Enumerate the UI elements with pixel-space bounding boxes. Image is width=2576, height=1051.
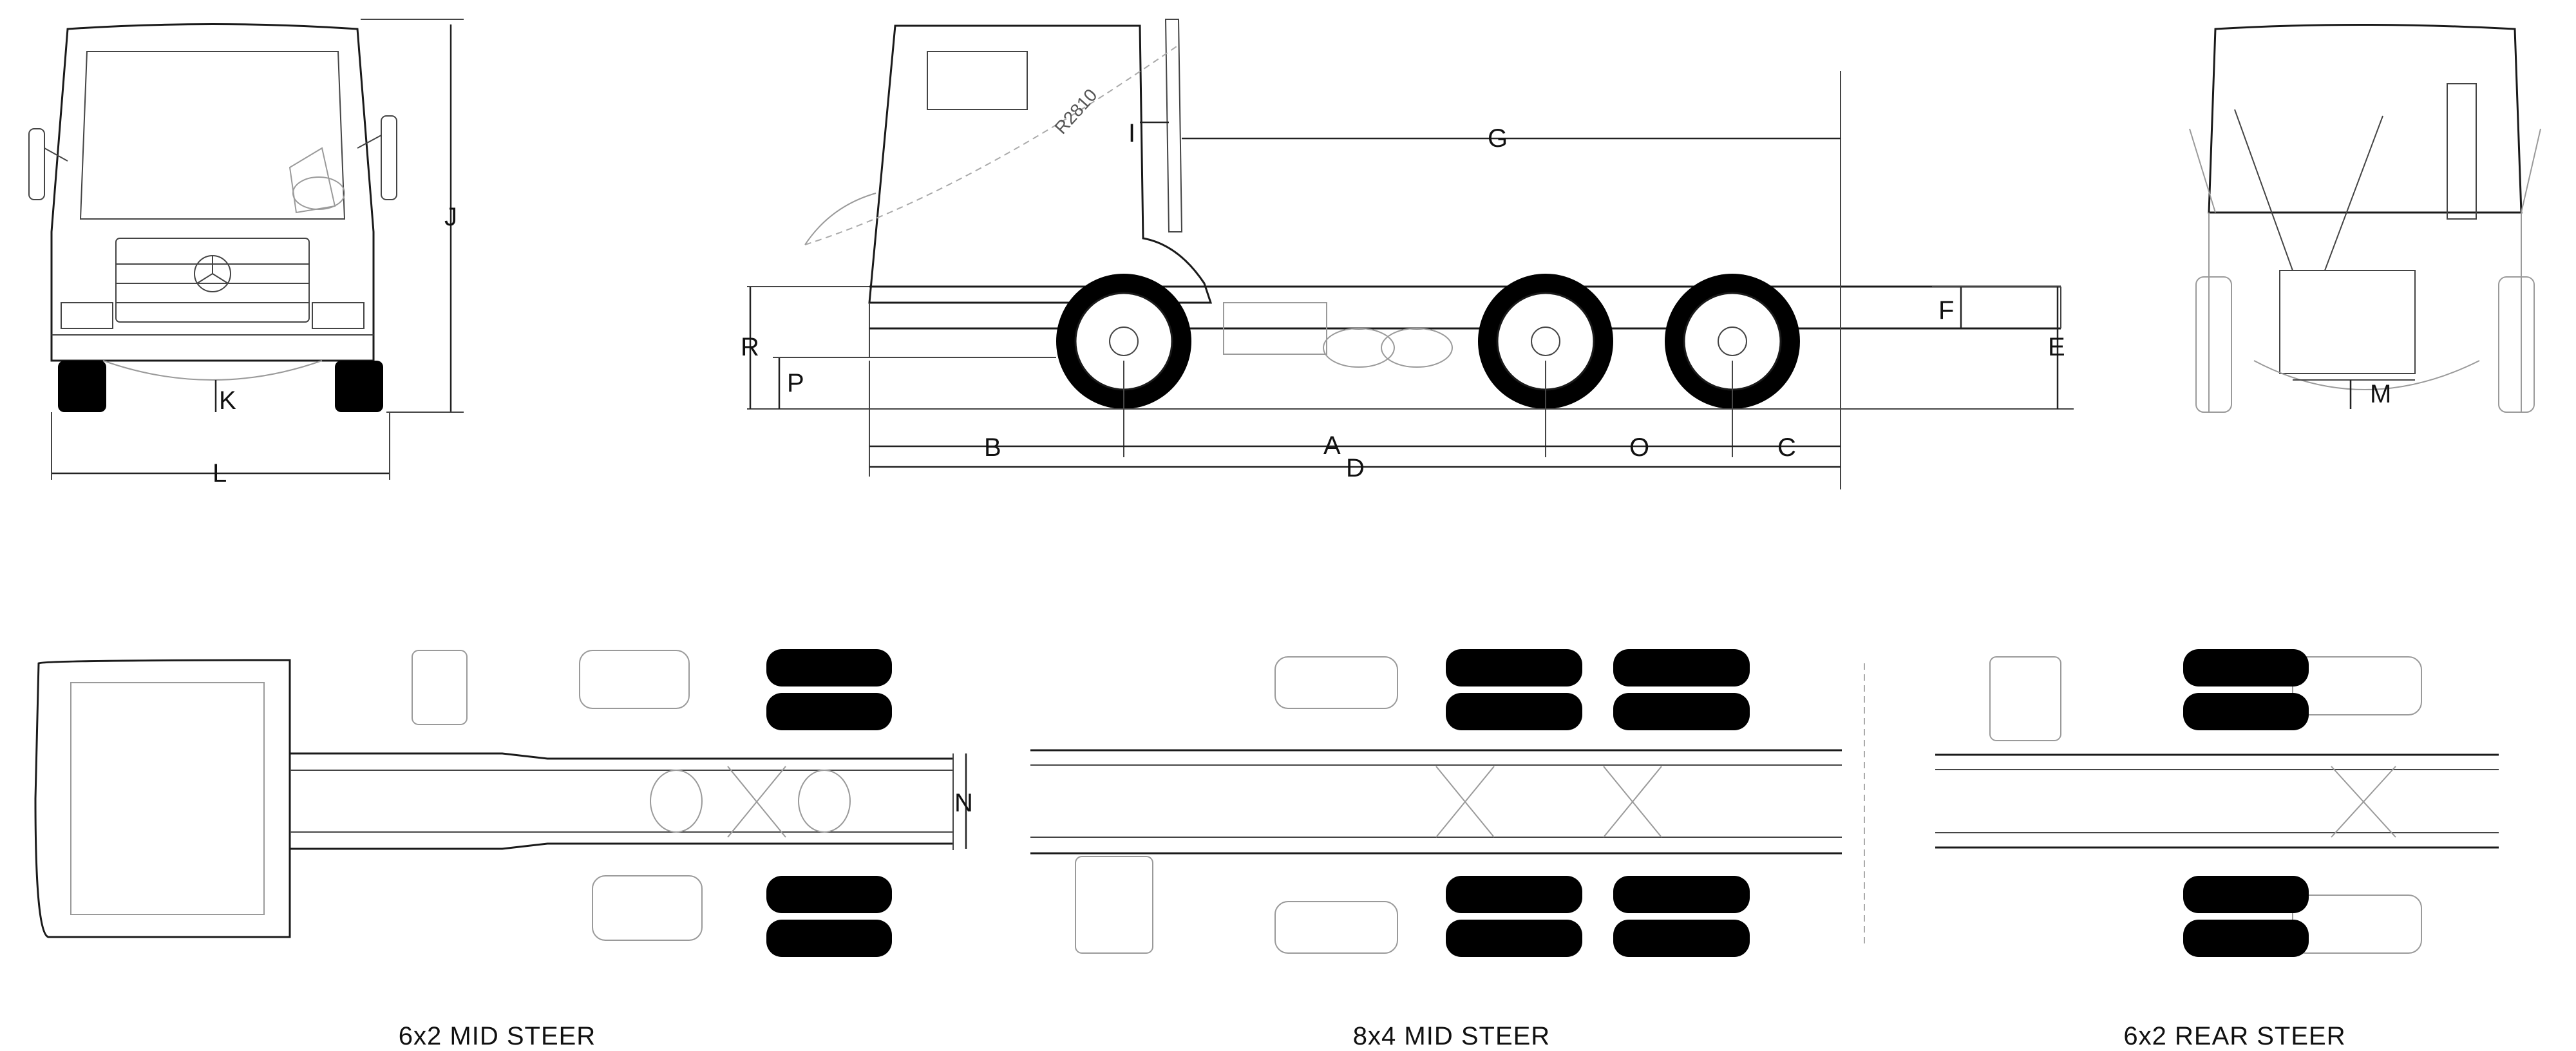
dim-label-D: D bbox=[1346, 454, 1365, 482]
rear-view: M bbox=[2189, 24, 2541, 413]
dim-label-J: J bbox=[444, 203, 457, 231]
dim-label-L: L bbox=[213, 459, 227, 488]
plan-6x2-mid-steer: N bbox=[34, 649, 973, 957]
plan-6x2-rear-steer bbox=[1935, 649, 2499, 957]
dim-label-F: F bbox=[1938, 296, 1954, 325]
dim-label-C: C bbox=[1777, 433, 1796, 462]
dim-label-A: A bbox=[1323, 431, 1341, 460]
dim-label-P: P bbox=[787, 369, 804, 397]
dim-label-R: R bbox=[741, 333, 759, 361]
plan-8x4-mid-steer bbox=[1030, 649, 1865, 957]
caption-6x2-rear-steer: 6x2 REAR STEER bbox=[2123, 1022, 2345, 1050]
rear-wheel-1 bbox=[1478, 274, 1613, 409]
front-view: J K L bbox=[28, 19, 464, 488]
caption-6x2-mid-steer: 6x2 MID STEER bbox=[399, 1022, 596, 1050]
dim-label-M: M bbox=[2370, 380, 2391, 408]
dim-label-I: I bbox=[1128, 119, 1135, 147]
dim-label-K: K bbox=[219, 386, 236, 415]
side-view: R2810 G bbox=[741, 19, 2074, 489]
front-wheel bbox=[1056, 274, 1191, 409]
dim-label-G: G bbox=[1488, 124, 1508, 153]
cab-tilt-radius-label: R2810 bbox=[1050, 85, 1101, 138]
dim-label-B: B bbox=[984, 433, 1001, 462]
rear-wheel-2 bbox=[1665, 274, 1800, 409]
dim-label-O: O bbox=[1629, 433, 1649, 462]
dim-label-N: N bbox=[954, 789, 973, 817]
dim-label-E: E bbox=[2048, 333, 2065, 361]
caption-8x4-mid-steer: 8x4 MID STEER bbox=[1353, 1022, 1550, 1050]
